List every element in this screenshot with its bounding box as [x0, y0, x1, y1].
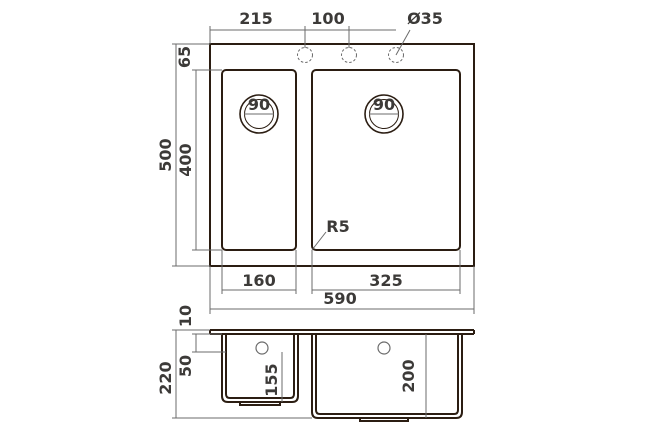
tap-hole-3 [388, 47, 404, 63]
tap-hole-2 [341, 47, 357, 63]
bottom-dimensions: 160 325 590 [209, 250, 475, 314]
corner-radius-label: R5 [326, 217, 349, 236]
small-bowl-profile [221, 334, 299, 403]
overall-depth-label: 500 [156, 138, 175, 171]
large-bowl-width-label: 325 [369, 271, 402, 290]
large-bowl-outline [311, 69, 461, 251]
small-drain-label: 90 [248, 95, 270, 114]
radius-leader [311, 231, 327, 251]
tap-offset-label: 215 [239, 9, 272, 28]
small-bowl-width-label: 160 [242, 271, 275, 290]
small-bowl-drain-stub [239, 401, 281, 406]
side-view: 10 50 220 155 200 [156, 305, 475, 422]
small-bowl-height-label: 155 [262, 363, 281, 396]
overall-height-label: 220 [156, 361, 175, 394]
small-bowl-overflow [255, 341, 269, 355]
large-bowl-height-dimension: 200 [399, 334, 427, 418]
small-bowl-height-dimension: 155 [262, 352, 283, 402]
large-drain-label: 90 [373, 95, 395, 114]
side-left-dimensions: 10 50 220 [156, 305, 312, 419]
small-bowl-inner-profile [225, 334, 295, 399]
tap-diameter-label: Ø35 [407, 9, 443, 28]
large-bowl-drain-stub [359, 417, 409, 422]
large-bowl-overflow [377, 341, 391, 355]
diameter-leader [395, 29, 411, 56]
large-bowl-height-label: 200 [399, 359, 418, 392]
rim-thickness-label: 10 [176, 305, 195, 327]
sink-outline [209, 43, 475, 267]
left-dimensions: 65 500 400 [156, 43, 222, 267]
tap-spacing-label: 100 [311, 9, 344, 28]
top-dimensions: 215 100 Ø35 [209, 9, 443, 56]
tap-hole-1 [297, 47, 313, 63]
corner-radius-callout: R5 [311, 217, 350, 251]
edge-to-bowl-label: 65 [175, 46, 194, 68]
large-drain-outer-circle [364, 94, 404, 134]
overflow-height-label: 50 [176, 355, 195, 377]
top-view: 90 90 215 100 Ø35 [156, 9, 475, 314]
small-drain-outer-circle [239, 94, 279, 134]
large-drain: 90 [364, 94, 404, 134]
bowl-depth-label: 400 [176, 143, 195, 176]
overall-width-label: 590 [323, 289, 356, 308]
small-drain: 90 [239, 94, 279, 134]
large-bowl-profile [311, 334, 463, 419]
large-bowl-inner-profile [315, 334, 459, 415]
small-bowl-outline [221, 69, 297, 251]
